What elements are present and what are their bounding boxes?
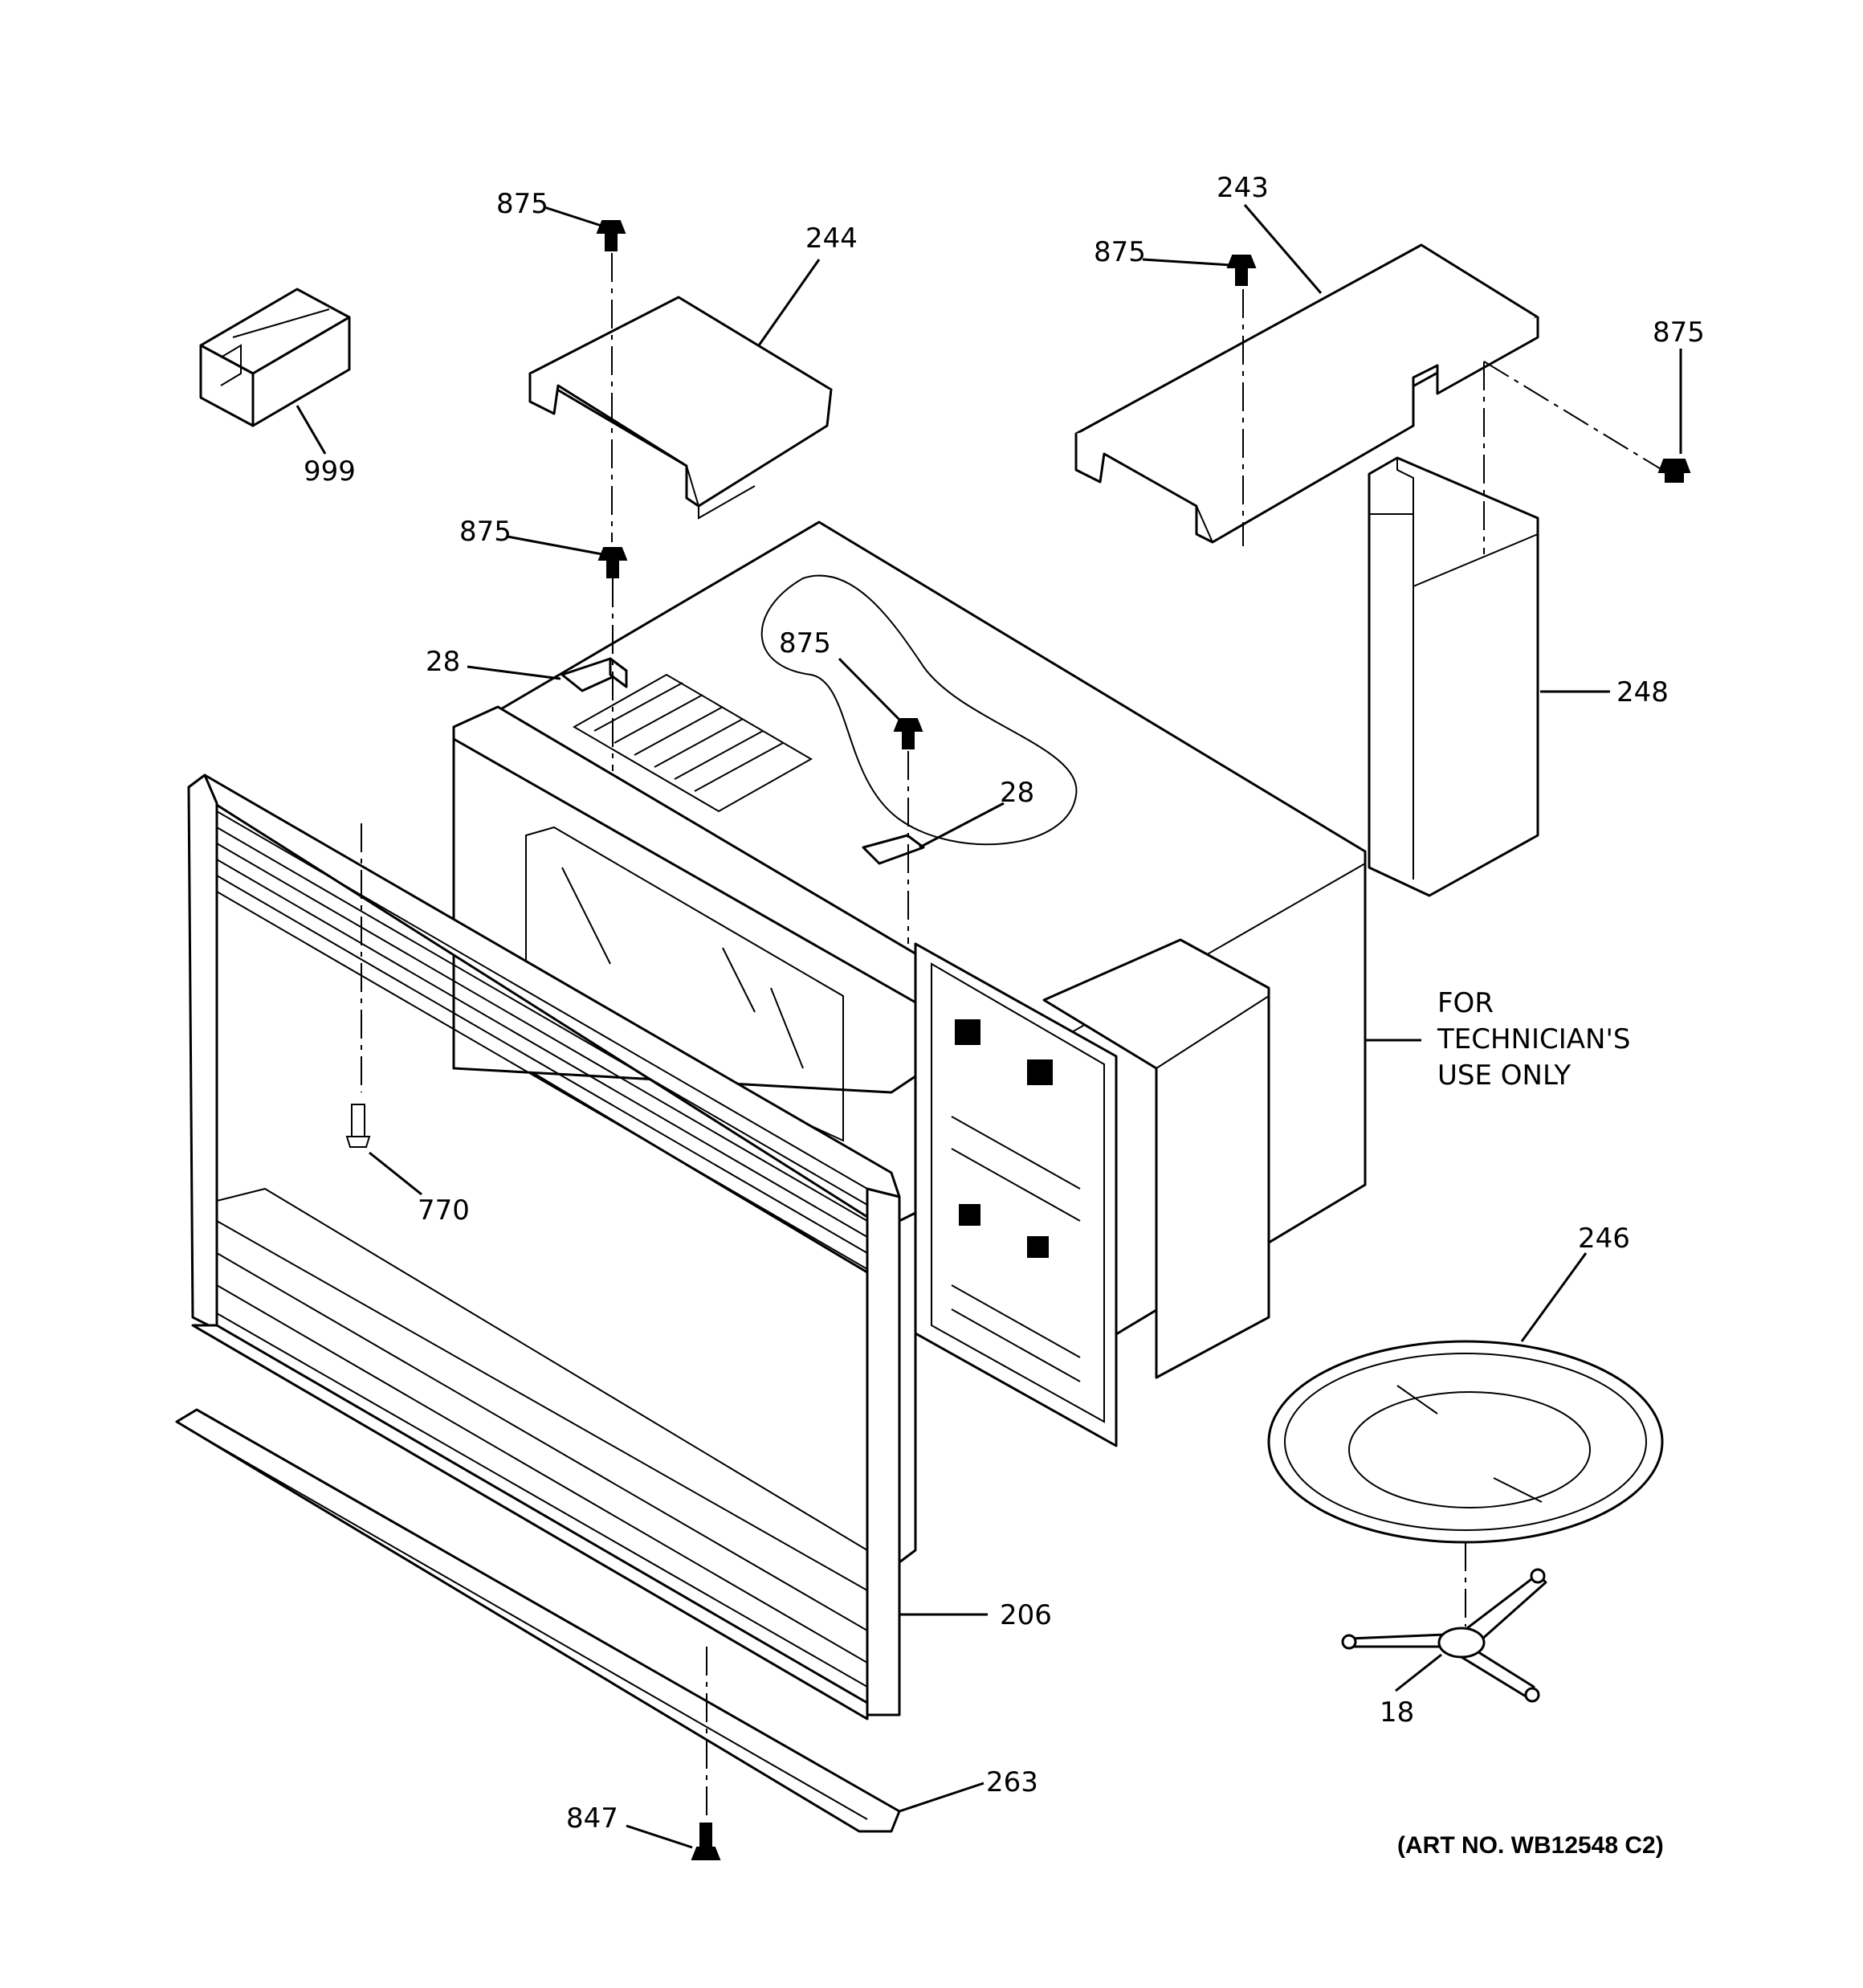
callout-28-right: 28 — [1000, 777, 1034, 809]
microwave-body — [452, 520, 1367, 1447]
part-244-cover — [528, 296, 833, 520]
callout-labels: 875 244 243 875 875 999 875 28 875 28 24… — [304, 172, 1705, 1835]
bracket-28-left — [561, 657, 628, 692]
part-246-tray — [1267, 1340, 1664, 1544]
callout-263: 263 — [986, 1766, 1038, 1798]
callout-999: 999 — [304, 455, 356, 488]
part-243-cover — [1074, 243, 1539, 544]
art-number: (ART NO. WB12548 C2) — [1397, 1832, 1664, 1859]
screw-875-top-right — [1226, 255, 1257, 286]
screw-875-right — [1657, 459, 1691, 483]
callout-243: 243 — [1217, 172, 1269, 204]
part-18-support — [1341, 1568, 1547, 1703]
screw-875-center — [893, 718, 923, 749]
part-263-trim — [175, 1408, 901, 1833]
part-248-panel — [1368, 456, 1539, 897]
note-line-2: TECHNICIAN'S — [1437, 1023, 1630, 1055]
bracket-28-right — [862, 834, 925, 865]
callout-875-top-left: 875 — [496, 188, 548, 220]
callout-875-center: 875 — [779, 627, 831, 659]
callout-206: 206 — [1000, 1599, 1052, 1631]
part-999-box — [199, 288, 351, 427]
callout-847: 847 — [566, 1802, 618, 1835]
note-line-1: FOR — [1437, 987, 1494, 1019]
screw-875-top-left — [596, 220, 626, 251]
callout-875-top-right: 875 — [1094, 236, 1146, 268]
technician-note: FOR TECHNICIAN'S USE ONLY — [1437, 987, 1630, 1092]
callout-875-mid-left: 875 — [459, 516, 512, 548]
callout-875-right: 875 — [1653, 316, 1705, 349]
callout-246: 246 — [1578, 1223, 1630, 1255]
assembly-lines — [361, 253, 1663, 1819]
screw-770 — [345, 1104, 371, 1148]
callout-18: 18 — [1380, 1696, 1414, 1729]
note-line-3: USE ONLY — [1437, 1059, 1571, 1092]
part-206-frame — [187, 774, 917, 1721]
callout-248: 248 — [1616, 676, 1669, 708]
callout-28-left: 28 — [426, 646, 460, 678]
callout-244: 244 — [805, 222, 858, 255]
screw-875-mid-left — [597, 547, 628, 578]
callout-770: 770 — [418, 1194, 470, 1227]
leader-lines — [296, 204, 1682, 1849]
screw-847 — [691, 1823, 721, 1860]
